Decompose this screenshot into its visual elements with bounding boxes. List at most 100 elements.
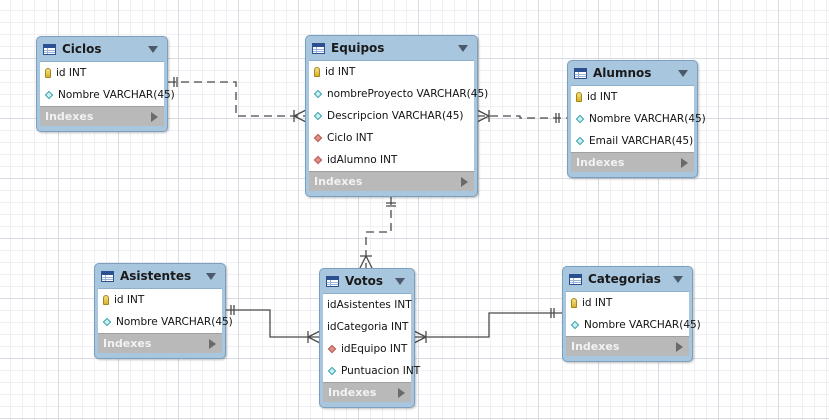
column-row[interactable]: id INT <box>309 61 474 83</box>
column-row[interactable]: nombreProyecto VARCHAR(45) <box>309 83 488 105</box>
table-header[interactable]: Ciclos <box>40 37 164 61</box>
collapse-arrow-icon[interactable] <box>673 275 683 283</box>
table-header[interactable]: Asistentes <box>98 264 222 288</box>
column-label: idAlumno INT <box>327 154 398 166</box>
column-diamond-icon <box>575 136 585 146</box>
primary-key-icon <box>103 295 109 305</box>
indexes-label: Indexes <box>571 340 620 353</box>
collapse-arrow-icon[interactable] <box>206 272 216 280</box>
primary-key-icon <box>571 298 577 308</box>
table-categorias[interactable]: Categorias id INT Nombre VARCHAR(45) Ind… <box>562 266 701 362</box>
foreign-key-diamond-icon <box>313 155 323 165</box>
column-list: id INT nombreProyecto VARCHAR(45) Descri… <box>309 60 488 171</box>
table-header[interactable]: Equipos <box>309 36 474 60</box>
column-diamond-icon <box>313 111 323 121</box>
column-label: Puntuacion INT <box>341 365 421 377</box>
table-ciclos[interactable]: Ciclos id INT Nombre VARCHAR(45) Indexes <box>36 36 175 132</box>
column-diamond-icon <box>44 90 54 100</box>
column-label: Email VARCHAR(45) <box>589 135 694 147</box>
column-row[interactable]: idAlumno INT <box>309 149 474 171</box>
column-label: Descripcion VARCHAR(45) <box>327 110 464 122</box>
column-row[interactable]: id INT <box>566 292 689 314</box>
column-label: id INT <box>587 91 618 103</box>
table-title: Alumnos <box>593 66 652 80</box>
column-label: id INT <box>56 67 87 79</box>
indexes-label: Indexes <box>314 175 363 188</box>
indexes-label: Indexes <box>328 386 377 399</box>
table-header[interactable]: Categorias <box>566 267 689 291</box>
indexes-bar[interactable]: Indexes <box>309 171 474 191</box>
table-title: Categorias <box>588 272 661 286</box>
column-row[interactable]: id INT <box>40 62 164 84</box>
column-row[interactable]: Nombre VARCHAR(45) <box>98 311 233 333</box>
primary-key-icon <box>45 68 51 78</box>
indexes-label: Indexes <box>576 156 625 169</box>
indexes-bar[interactable]: Indexes <box>98 333 222 353</box>
column-row[interactable]: Nombre VARCHAR(45) <box>566 314 701 336</box>
expand-arrow-icon[interactable] <box>681 157 688 168</box>
column-row[interactable]: idEquipo INT <box>323 338 411 360</box>
table-votos[interactable]: Votos idAsistentes INT idCategoria INT i… <box>319 268 420 408</box>
expand-arrow-icon[interactable] <box>209 338 216 349</box>
foreign-key-diamond-icon <box>327 344 337 354</box>
column-label: idAsistentes INT <box>327 299 412 311</box>
indexes-bar[interactable]: Indexes <box>571 152 694 172</box>
column-row[interactable]: id INT <box>98 289 222 311</box>
column-row[interactable]: Puntuacion INT <box>323 360 420 382</box>
column-label: id INT <box>114 294 145 306</box>
expand-arrow-icon[interactable] <box>398 387 405 398</box>
rel-categorias-votos <box>414 312 563 338</box>
column-row[interactable]: Ciclo INT <box>309 127 474 149</box>
collapse-arrow-icon[interactable] <box>678 69 688 77</box>
rel-equipos-votos-one-end <box>386 202 396 207</box>
table-icon <box>101 270 114 282</box>
rel-equipos-votos-many-end <box>359 254 373 269</box>
column-row[interactable]: idCategoria INT <box>323 316 411 338</box>
foreign-key-diamond-icon <box>313 133 323 143</box>
table-equipos[interactable]: Equipos id INT nombreProyecto VARCHAR(45… <box>305 35 488 197</box>
column-list: id INT Nombre VARCHAR(45) Email VARCHAR(… <box>571 85 706 152</box>
expand-arrow-icon[interactable] <box>461 176 468 187</box>
column-row[interactable]: Nombre VARCHAR(45) <box>571 108 706 130</box>
rel-alumnos-equipos-many-end <box>476 109 491 123</box>
table-title: Equipos <box>331 41 385 55</box>
rel-alumnos-equipos <box>477 115 568 119</box>
rel-alumnos-equipos-one-end <box>555 113 560 123</box>
expand-arrow-icon[interactable] <box>151 111 158 122</box>
rel-categorias-votos-one-end <box>550 308 555 318</box>
column-row[interactable]: Descripcion VARCHAR(45) <box>309 105 474 127</box>
primary-key-icon <box>576 92 582 102</box>
collapse-arrow-icon[interactable] <box>148 45 158 53</box>
column-row[interactable]: Nombre VARCHAR(45) <box>40 84 175 106</box>
column-label: idEquipo INT <box>341 343 408 355</box>
table-header[interactable]: Alumnos <box>571 61 694 85</box>
column-diamond-icon <box>575 114 585 124</box>
rel-categorias-votos-many-end <box>413 330 428 344</box>
expand-arrow-icon[interactable] <box>676 341 683 352</box>
table-icon <box>574 67 587 79</box>
column-list: id INT Nombre VARCHAR(45) <box>566 291 701 336</box>
column-row[interactable]: id INT <box>571 86 694 108</box>
collapse-arrow-icon[interactable] <box>458 44 468 52</box>
rel-ciclos-equipos-one-end <box>173 77 178 87</box>
table-alumnos[interactable]: Alumnos id INT Nombre VARCHAR(45) Email … <box>567 60 706 178</box>
column-list: id INT Nombre VARCHAR(45) <box>98 288 233 333</box>
column-diamond-icon <box>102 317 112 327</box>
collapse-arrow-icon[interactable] <box>395 277 405 285</box>
rel-asistentes-votos-one-end <box>230 305 235 315</box>
indexes-bar[interactable]: Indexes <box>323 382 411 402</box>
column-row[interactable]: Email VARCHAR(45) <box>571 130 694 152</box>
column-list: id INT Nombre VARCHAR(45) <box>40 61 175 106</box>
rel-ciclos-equipos-many-end <box>292 109 307 123</box>
table-header[interactable]: Votos <box>323 269 411 293</box>
column-label: Nombre VARCHAR(45) <box>116 316 233 328</box>
table-title: Votos <box>345 274 383 288</box>
table-asistentes[interactable]: Asistentes id INT Nombre VARCHAR(45) Ind… <box>94 263 233 359</box>
table-icon <box>326 275 339 287</box>
indexes-label: Indexes <box>103 337 152 350</box>
column-row[interactable]: idAsistentes INT <box>323 294 412 316</box>
column-label: id INT <box>582 297 613 309</box>
indexes-bar[interactable]: Indexes <box>40 106 164 126</box>
indexes-bar[interactable]: Indexes <box>566 336 689 356</box>
